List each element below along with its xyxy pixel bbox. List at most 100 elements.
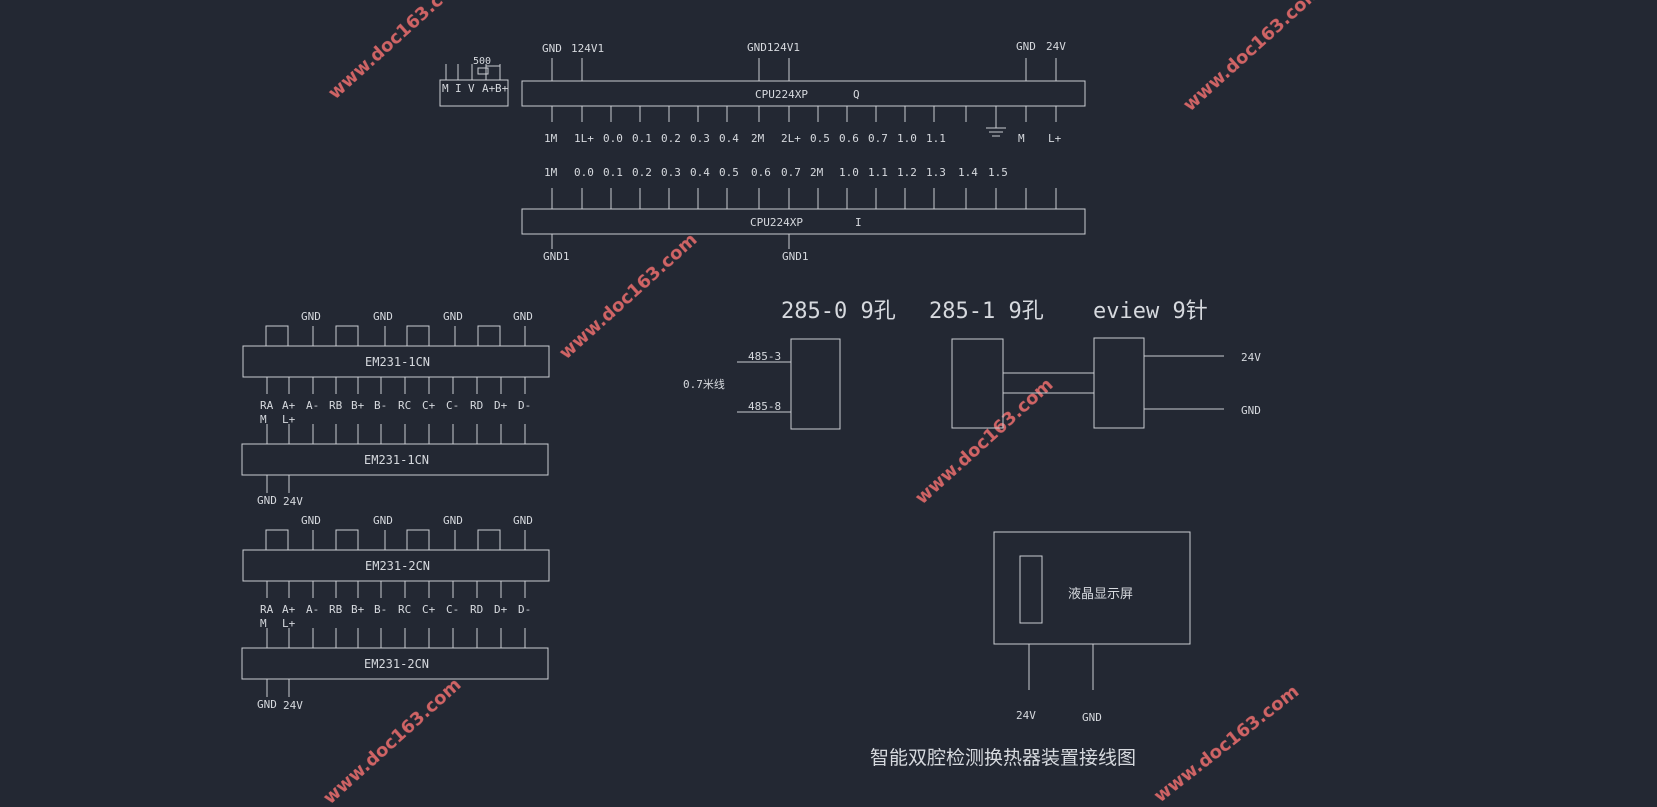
- cpu-i-top-pin: 0.4: [690, 166, 710, 179]
- em-gnd-label: GND: [301, 310, 321, 323]
- em-terminal: [477, 529, 501, 551]
- small-connector-pin: I: [455, 82, 462, 95]
- lcd-outer-box: [993, 531, 1191, 645]
- comm-title-285-1: 285-1 9孔: [929, 299, 1044, 324]
- em-pin-label: A-: [306, 399, 319, 412]
- cable-length-label: 0.7米线: [683, 377, 725, 391]
- cpu-q-bottom-pin: 0.3: [690, 132, 710, 145]
- cpu-i-top-pin: 1.4: [958, 166, 978, 179]
- comm-title-285-0: 285-0 9孔: [781, 299, 896, 324]
- cpu-q-top-gnd: GND: [542, 42, 562, 55]
- eview-port-box: [1093, 337, 1145, 429]
- cpu-q-top-mid: GND124V1: [747, 41, 800, 54]
- lcd-block: 液晶显示屏 24V GND: [993, 531, 1191, 724]
- em-bottom-gnd: GND: [257, 494, 277, 507]
- cpu-i-gnd-left: GND1: [543, 250, 570, 263]
- cpu-q-label: CPU224XP: [755, 88, 808, 101]
- em-gnd-label: GND: [443, 310, 463, 323]
- cpu-q-bottom-pin: 1M: [544, 132, 558, 145]
- eview-gnd-label: GND: [1241, 404, 1261, 417]
- watermark: www.doc163.com: [911, 374, 1057, 509]
- cpu-i-top-pin: 2M: [810, 166, 824, 179]
- em-top-box: [242, 549, 550, 582]
- small-connector-pin: M: [442, 82, 449, 95]
- em-pin-label: RC: [398, 399, 411, 412]
- port-pin-485-8: 485-8: [748, 400, 781, 413]
- cpu-q-top-v: 124V1: [571, 42, 604, 55]
- em-terminal: [406, 529, 430, 551]
- em-bottom-box: [241, 443, 549, 476]
- cpu-i-label: CPU224XP: [750, 216, 803, 229]
- cpu-q-block: CPU224XP Q GND 124V1 GND124V1 GND 24V 1M…: [521, 40, 1086, 145]
- diagram-title: 智能双腔检测换热器装置接线图: [870, 747, 1136, 769]
- cpu-i-gnd-mid: GND1: [782, 250, 809, 263]
- em-bottom-gnd: GND: [257, 698, 277, 711]
- em-pin-label: RB: [329, 399, 343, 412]
- cpu-q-bottom-pin: 2L+: [781, 132, 801, 145]
- em-gnd-label: GND: [443, 514, 463, 527]
- small-connector-pin: A+: [482, 82, 496, 95]
- em-gnd-label: GND: [373, 310, 393, 323]
- cpu-q-bottom-pin: 0.1: [632, 132, 652, 145]
- comm-section: 285-0 9孔 285-1 9孔 eview 9针 485-3 485-8 0…: [683, 299, 1261, 430]
- small-connector: 500 M I V A+ B+: [439, 56, 509, 107]
- em-pin-label: A+: [282, 399, 296, 412]
- em-top-label: EM231-2CN: [365, 559, 430, 573]
- cpu-i-top-pin: 1M: [544, 166, 558, 179]
- cpu-q-bottom-pin: 0.6: [839, 132, 859, 145]
- watermark: www.doc163.com: [1179, 0, 1325, 116]
- cpu-i-top-pin: 1.2: [897, 166, 917, 179]
- cpu-q-suffix: Q: [853, 88, 860, 101]
- cpu-i-suffix: I: [855, 216, 862, 229]
- lcd-24v-label: 24V: [1016, 709, 1036, 722]
- em-terminal: [265, 529, 289, 551]
- cpu-q-bottom-pin: 0.4: [719, 132, 739, 145]
- cpu-q-bottom-pin: 1.0: [897, 132, 917, 145]
- em-pin-sub-label: M: [260, 413, 267, 426]
- em-top-label: EM231-1CN: [365, 355, 430, 369]
- resistor-label: 500: [473, 56, 491, 67]
- watermark: www.doc163.com: [319, 674, 465, 807]
- cpu-q-bottom-pin: 1.1: [926, 132, 946, 145]
- em-pin-label: C+: [422, 399, 436, 412]
- small-connector-pin: V: [468, 82, 475, 95]
- cpu-i-top-pin: 1.3: [926, 166, 946, 179]
- em-pin-label: RB: [329, 603, 343, 616]
- em-pin-label: B-: [374, 399, 387, 412]
- em-pin-label: A+: [282, 603, 296, 616]
- cpu-q-top-right-gnd: GND: [1016, 40, 1036, 53]
- em-pin-label: RA: [260, 603, 274, 616]
- cpu-i-top-pin: 0.5: [719, 166, 739, 179]
- em-pin-label: RC: [398, 603, 411, 616]
- em-pin-label: B+: [351, 399, 365, 412]
- em-terminal: [335, 529, 359, 551]
- em-pin-sub-label: L+: [282, 617, 296, 630]
- em-pin-label: RD: [470, 603, 483, 616]
- comm-title-eview: eview 9针: [1093, 299, 1208, 324]
- cpu-i-top-pin: 0.6: [751, 166, 771, 179]
- em-gnd-label: GND: [301, 514, 321, 527]
- em-pin-label: RD: [470, 399, 483, 412]
- port-285-1-box: [951, 338, 1004, 429]
- cpu-i-top-pin: 0.2: [632, 166, 652, 179]
- cpu-i-top-pin: 1.5: [988, 166, 1008, 179]
- watermark: www.doc163.com: [555, 229, 701, 364]
- em-bottom-label: EM231-1CN: [364, 453, 429, 467]
- em-terminal: [406, 325, 430, 347]
- port-285-0-box: [790, 338, 841, 430]
- em-top-box: [242, 345, 550, 378]
- cpu-i-top-pin: 0.7: [781, 166, 801, 179]
- ground-symbol-icon: [986, 106, 1006, 137]
- cpu-i-top-pin: 1.1: [868, 166, 888, 179]
- em-gnd-label: GND: [373, 514, 393, 527]
- cpu-q-bottom-pin: M: [1018, 132, 1025, 145]
- em-terminal: [335, 325, 359, 347]
- lcd-inner-box: [1019, 555, 1043, 624]
- em-bottom-24v: 24V: [283, 495, 303, 508]
